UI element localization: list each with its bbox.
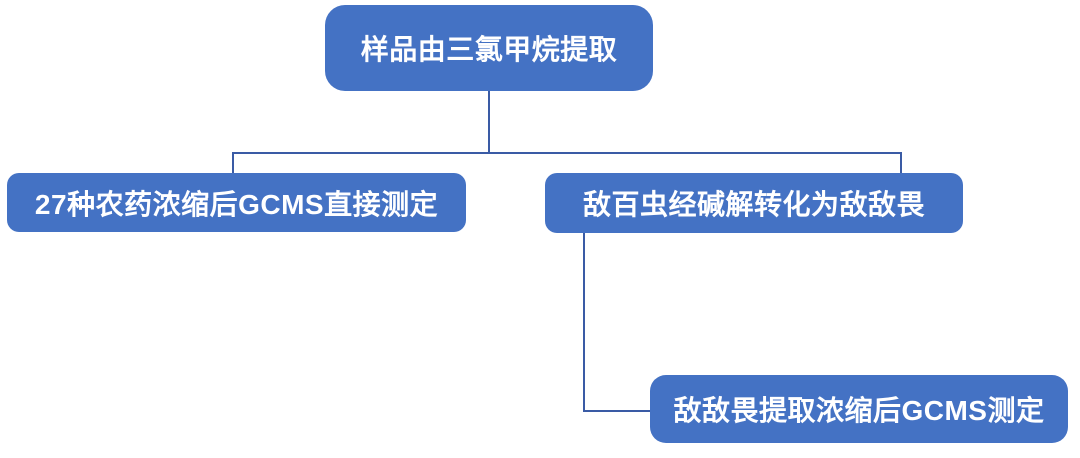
flow-node-right-grandchild-label: 敌敌畏提取浓缩后GCMS测定	[673, 395, 1045, 426]
flow-node-left-child: 27种农药浓缩后GCMS直接测定	[7, 173, 466, 232]
connector-branch-horizontal	[232, 152, 902, 154]
flow-node-right-child: 敌百虫经碱解转化为敌敌畏	[545, 173, 963, 233]
connector-root-stem	[488, 91, 490, 153]
flow-node-right-grandchild: 敌敌畏提取浓缩后GCMS测定	[650, 375, 1068, 443]
connector-right-child-down	[583, 232, 585, 412]
connector-grandchild-elbow	[583, 410, 651, 412]
connector-right-child-drop	[900, 152, 902, 175]
flow-node-root: 样品由三氯甲烷提取	[325, 5, 653, 91]
connector-left-child-drop	[232, 152, 234, 175]
flow-node-right-child-label: 敌百虫经碱解转化为敌敌畏	[582, 189, 925, 220]
flow-node-root-label: 样品由三氯甲烷提取	[360, 34, 618, 65]
flow-node-left-child-label: 27种农药浓缩后GCMS直接测定	[34, 188, 439, 220]
